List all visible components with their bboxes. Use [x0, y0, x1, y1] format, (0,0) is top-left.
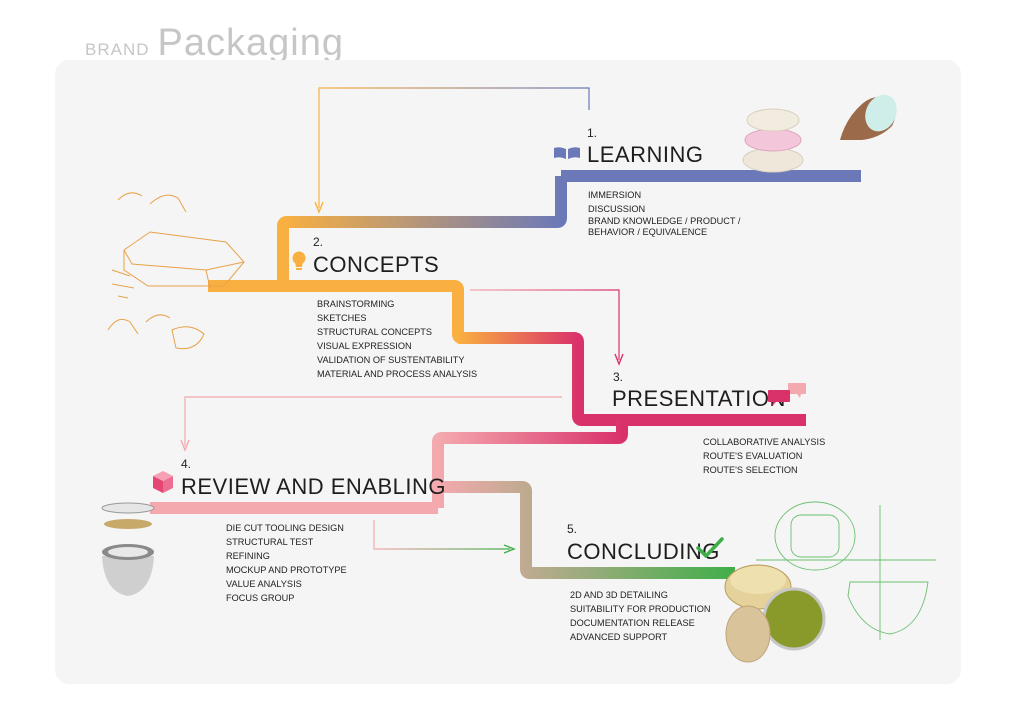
arrowhead-concepts: [314, 201, 324, 214]
arrow-review-to-concluding: [373, 520, 510, 550]
step-items-concluding: 2D AND 3D DETAILING SUITABILITY FOR PROD…: [570, 588, 740, 644]
book-icon: [554, 147, 580, 159]
page-title: Packaging: [157, 22, 344, 64]
list-item: BRAINSTORMING: [317, 299, 395, 309]
step-number-review: 4.: [181, 457, 192, 471]
list-item: 2D AND 3D DETAILING: [570, 590, 668, 600]
step-items-learning: IMMERSION DISCUSSION BRAND KNOWLEDGE / P…: [588, 188, 748, 237]
process-ribbon: [150, 170, 861, 579]
ribbon-concepts-to-presentation: [458, 332, 584, 416]
ribbon-presentation: [572, 413, 806, 426]
arrowhead-review: [180, 439, 190, 452]
list-item: ROUTE'S SELECTION: [703, 465, 798, 475]
list-item: COLLABORATIVE ANALYSIS: [703, 437, 826, 447]
step-title-concluding: CONCLUDING: [567, 539, 720, 564]
list-item: STRUCTURAL CONCEPTS: [317, 327, 433, 337]
list-item: IMMERSION: [588, 190, 642, 200]
step-number-concepts: 2.: [313, 235, 324, 249]
sketch-illustration: [107, 192, 245, 350]
arrowhead-presentation: [614, 353, 624, 366]
checkmark-icon: [696, 537, 724, 558]
list-item: DIE CUT TOOLING DESIGN: [226, 523, 344, 533]
brand-header: BRAND Packaging: [85, 22, 344, 65]
step-items-presentation: COLLABORATIVE ANALYSIS ROUTE'S EVALUATIO…: [703, 435, 863, 477]
step-number-concluding: 5.: [567, 522, 578, 536]
step-number-presentation: 3.: [613, 370, 624, 384]
ribbon-presentation-to-review: [432, 420, 628, 508]
cube-icon: [153, 471, 173, 493]
step-items-concepts: BRAINSTORMING SKETCHES STRUCTURAL CONCEP…: [317, 297, 507, 381]
list-item: DISCUSSION: [588, 204, 646, 214]
list-item: DOCUMENTATION RELEASE: [570, 618, 695, 628]
list-item: VALUE ANALYSIS: [226, 579, 302, 589]
lightbulb-icon: [292, 251, 306, 270]
arrowhead-concluding: [503, 544, 516, 554]
arrow-concepts-to-presentation: [470, 289, 620, 360]
step-title-learning: LEARNING: [587, 142, 704, 167]
list-item: ROUTE'S EVALUATION: [703, 451, 803, 461]
step-title-review: REVIEW AND ENABLING: [181, 474, 447, 499]
soap-stack-illustration: [742, 94, 897, 173]
list-item: BRAND KNOWLEDGE / PRODUCT / BEHAVIOR / E…: [588, 216, 741, 237]
technical-drawing-illustration: [756, 501, 936, 640]
list-item: SUITABILITY FOR PRODUCTION: [570, 604, 711, 614]
list-item: MATERIAL AND PROCESS ANALYSIS: [317, 369, 478, 379]
step-title-concepts: CONCEPTS: [313, 252, 440, 277]
list-item: STRUCTURAL TEST: [226, 537, 314, 547]
list-item: SKETCHES: [317, 313, 367, 323]
brand-label: BRAND: [85, 40, 150, 59]
speech-bubbles-icon: [768, 383, 806, 406]
step-items-review: DIE CUT TOOLING DESIGN STRUCTURAL TEST R…: [226, 521, 396, 605]
arrow-presentation-to-review: [184, 396, 562, 446]
arrow-learning-to-concepts: [318, 87, 590, 208]
list-item: REFINING: [226, 551, 270, 561]
step-title-presentation: PRESENTATION: [612, 386, 786, 411]
diagram-panel: [55, 60, 961, 684]
list-item: FOCUS GROUP: [226, 593, 295, 603]
jar-illustration: [724, 564, 826, 663]
step-number-learning: 1.: [587, 126, 598, 140]
list-item: MOCKUP AND PROTOTYPE: [226, 565, 347, 575]
list-item: VALIDATION OF SUSTENTABILITY: [317, 355, 465, 365]
list-item: ADVANCED SUPPORT: [570, 632, 668, 642]
container-illustration: [101, 502, 155, 596]
ribbon-review-to-concluding: [438, 481, 735, 579]
connector-arrows: [180, 87, 624, 554]
ribbon-learning-to-concepts: [277, 176, 567, 286]
list-item: VISUAL EXPRESSION: [317, 341, 412, 351]
